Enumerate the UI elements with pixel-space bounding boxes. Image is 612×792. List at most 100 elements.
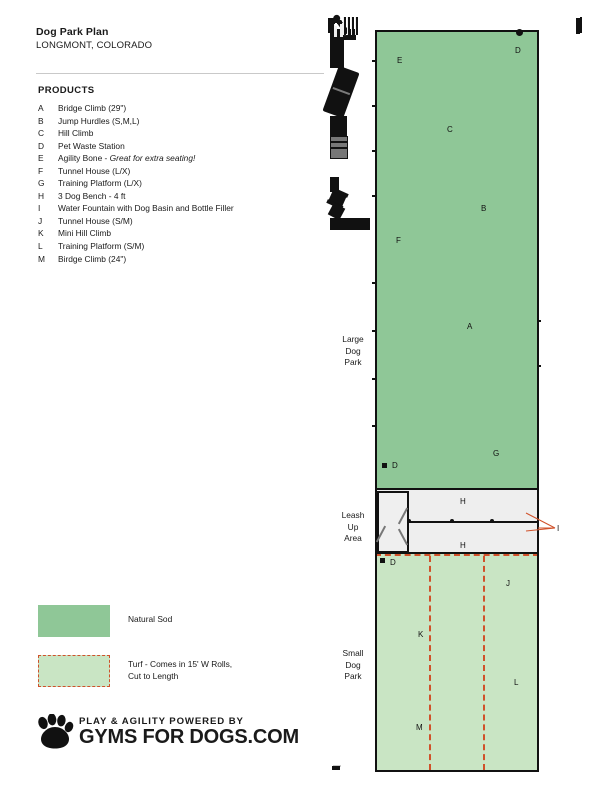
turf-label-line1: Turf - Comes in 15' W Rolls, bbox=[128, 659, 233, 669]
bridge-slat bbox=[351, 17, 354, 35]
bridge-cap bbox=[330, 18, 334, 34]
item-jump-hurdle bbox=[330, 44, 344, 48]
product-key: E bbox=[38, 153, 44, 164]
product-item-j: J Tunnel House (S/M) bbox=[38, 215, 338, 228]
leash-label-line1: Leash bbox=[341, 510, 365, 520]
site-plan-map: Large Dog Park Leash Up Area Small Dog P… bbox=[322, 12, 580, 772]
marker-label-j: J bbox=[506, 579, 510, 588]
marker-label-e: E bbox=[397, 56, 403, 65]
surface-legend: Natural Sod Turf - Comes in 15' W Rolls,… bbox=[38, 605, 298, 705]
leash-label-line3: Area bbox=[344, 533, 362, 543]
product-label: Birdge Climb (24") bbox=[58, 253, 127, 264]
item-tunnel-house-small bbox=[330, 177, 339, 192]
product-item-k: K Mini Hill Climb bbox=[38, 227, 338, 240]
product-label-text: Agility Bone - bbox=[58, 153, 110, 164]
fence-tick bbox=[372, 330, 376, 332]
platform-bar bbox=[340, 23, 343, 37]
large-dog-park-label: Large Dog Park bbox=[330, 334, 376, 369]
fence-tick bbox=[372, 60, 376, 62]
product-item-a: A Bridge Climb (29") bbox=[38, 102, 338, 115]
fountain-base bbox=[332, 766, 340, 770]
marker-label-a: A bbox=[467, 322, 473, 331]
small-park-label-line1: Small bbox=[342, 648, 364, 658]
product-label: Jump Hurdles (S,M,L) bbox=[58, 115, 140, 126]
product-label: 3 Dog Bench - 4 ft bbox=[58, 190, 126, 201]
turf-swatch bbox=[38, 655, 110, 687]
paw-print-icon bbox=[38, 714, 74, 749]
marker-label-c: C bbox=[447, 125, 453, 134]
large-dog-park-area bbox=[375, 30, 539, 490]
product-label: Training Platform (L/X) bbox=[58, 178, 142, 189]
fence-tick bbox=[372, 425, 376, 427]
small-park-label-line2: Dog bbox=[345, 659, 361, 670]
logo-tagline: PLAY & AGILITY POWERED BY bbox=[79, 716, 244, 727]
product-label: Hill Climb bbox=[58, 128, 94, 139]
item-jump-hurdle bbox=[330, 40, 344, 44]
fence-tick bbox=[372, 105, 376, 107]
sod-swatch bbox=[38, 605, 110, 637]
small-dog-park-fence bbox=[375, 554, 539, 772]
plan-location: LONGMONT, COLORADO bbox=[36, 40, 153, 51]
leash-vestibule bbox=[377, 491, 409, 553]
small-park-label-line3: Park bbox=[344, 671, 362, 681]
product-label: Pet Waste Station bbox=[58, 140, 125, 151]
turf-roll-seam bbox=[483, 556, 485, 770]
marker-label-l: L bbox=[514, 678, 519, 687]
small-dog-park-label: Small Dog Park bbox=[330, 648, 376, 683]
item-training-platform-large bbox=[330, 23, 347, 136]
walking-path bbox=[409, 521, 537, 523]
product-item-c: C Hill Climb bbox=[38, 127, 338, 140]
product-key: F bbox=[38, 165, 44, 176]
marker-label-k: K bbox=[418, 630, 424, 639]
legend-row-sod: Natural Sod bbox=[38, 605, 298, 637]
item-dog-bench bbox=[330, 142, 348, 148]
item-tunnel-house-large bbox=[330, 52, 344, 767]
fence-tick bbox=[537, 365, 541, 367]
page-title: Dog Park Plan bbox=[36, 26, 109, 38]
product-item-f: F Tunnel House (L/X) bbox=[38, 165, 338, 178]
bridge-slat bbox=[343, 17, 346, 35]
product-key: K bbox=[38, 228, 44, 239]
marker-label-d-mid: D bbox=[392, 461, 398, 470]
product-item-e: E Agility Bone - Great for extra seating… bbox=[38, 152, 338, 165]
fence-tick bbox=[372, 282, 376, 284]
product-key: I bbox=[38, 203, 41, 214]
product-key: C bbox=[38, 128, 45, 139]
product-label: Tunnel House (S/M) bbox=[58, 215, 133, 226]
fountain-top bbox=[330, 20, 342, 24]
products-heading: PRODUCTS bbox=[38, 85, 95, 96]
product-label-emphasis: Great for extra seating! bbox=[109, 153, 196, 164]
product-label: Agility Bone - Great for extra seating! bbox=[58, 152, 195, 165]
fountain-notch bbox=[335, 23, 337, 26]
item-waste-station bbox=[382, 463, 387, 468]
logo-wordmark: PLAY & AGILITY POWERED BY GYMS FOR DOGS.… bbox=[79, 716, 299, 748]
marker-label-d-small: D bbox=[390, 558, 396, 567]
product-key: M bbox=[38, 253, 45, 264]
leash-up-area-label: Leash Up Area bbox=[330, 510, 376, 545]
brand-logo: PLAY & AGILITY POWERED BY GYMS FOR DOGS.… bbox=[36, 714, 299, 750]
item-bridge-climb-24 bbox=[330, 17, 580, 230]
leash-label-line2: Up bbox=[347, 521, 359, 532]
path-node bbox=[407, 519, 411, 523]
turf-label: Turf - Comes in 15' W Rolls, Cut to Leng… bbox=[128, 655, 232, 682]
fence-tick bbox=[372, 195, 376, 197]
products-legend: PRODUCTS A Bridge Climb (29") B Jump Hur… bbox=[38, 85, 338, 265]
logo-name: GYMS FOR DOGS.COM bbox=[79, 726, 299, 748]
marker-label-h-top: H bbox=[460, 497, 466, 506]
large-park-label-line3: Park bbox=[344, 357, 362, 367]
path-node bbox=[450, 519, 454, 523]
fence-tick bbox=[537, 320, 541, 322]
marker-label-h-bottom: H bbox=[460, 541, 466, 550]
product-item-h: H 3 Dog Bench - 4 ft bbox=[38, 190, 338, 203]
product-key: D bbox=[38, 140, 45, 151]
product-item-b: B Jump Hurdles (S,M,L) bbox=[38, 115, 338, 128]
turf-label-line2: Cut to Length bbox=[128, 670, 179, 681]
large-park-label-line1: Large bbox=[342, 334, 364, 344]
marker-label-f: F bbox=[396, 236, 401, 245]
item-water-fountain bbox=[330, 20, 342, 770]
path-node bbox=[490, 519, 494, 523]
header-divider bbox=[36, 73, 324, 74]
item-water-fountain bbox=[330, 20, 342, 770]
bridge-seam bbox=[332, 87, 351, 96]
fence-tick bbox=[372, 150, 376, 152]
